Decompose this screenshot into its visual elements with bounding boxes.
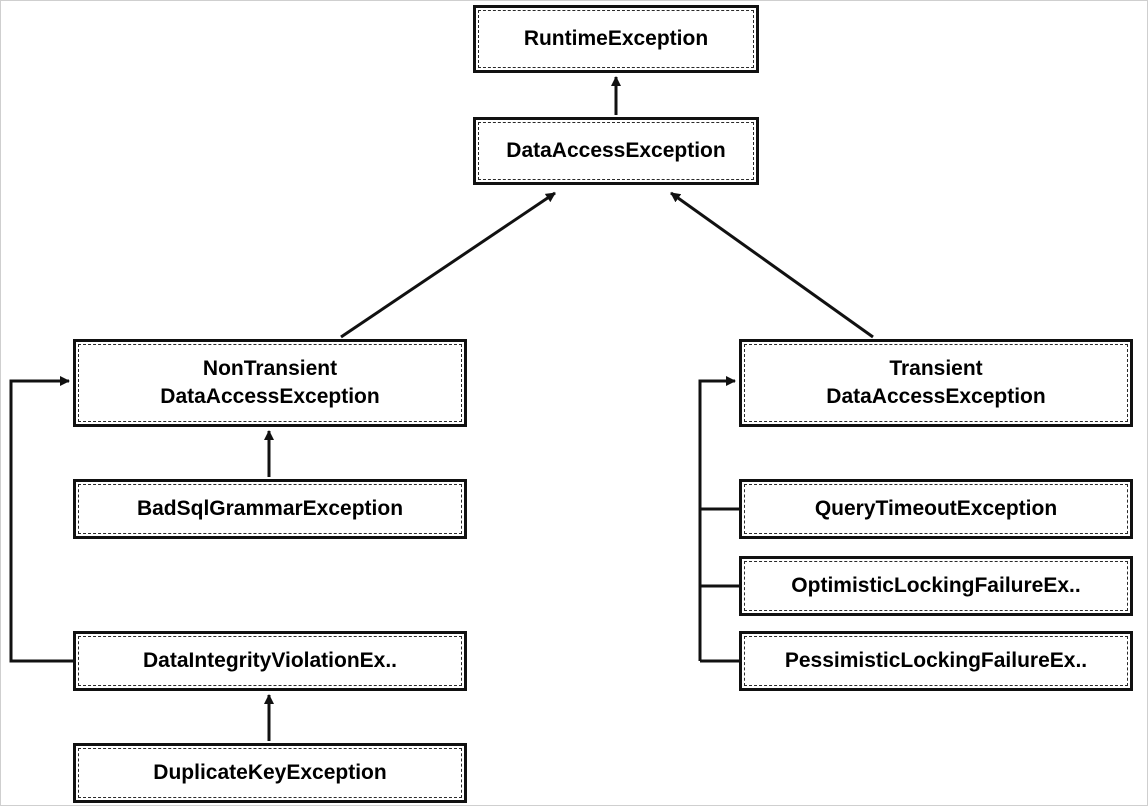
node-label-line2: DataAccessException <box>160 385 380 408</box>
node-label: PessimisticLockingFailureEx.. <box>784 649 1088 672</box>
edge-transient-bracket <box>698 376 736 661</box>
node-runtime-exception: RuntimeException <box>473 5 759 73</box>
node-data-integrity-violation-exception: DataIntegrityViolationEx.. <box>73 631 467 691</box>
node-label: OptimisticLockingFailureEx.. <box>791 574 1081 597</box>
node-label: DataAccessException <box>506 139 726 162</box>
node-label: QueryTimeoutException <box>814 497 1058 520</box>
node-non-transient-data-access-exception: NonTransient DataAccessException <box>73 339 467 427</box>
edge-integrity-to-nontransient <box>9 376 73 663</box>
node-label-line1: Transient <box>889 357 983 380</box>
node-bad-sql-grammar-exception: BadSqlGrammarException <box>73 479 467 539</box>
node-transient-data-access-exception: Transient DataAccessException <box>739 339 1133 427</box>
edge-transient-to-dataaccess <box>670 191 874 339</box>
node-label: DuplicateKeyException <box>153 761 387 784</box>
node-label: RuntimeException <box>523 27 709 50</box>
node-label: BadSqlGrammarException <box>136 497 404 520</box>
node-label-line2: DataAccessException <box>826 385 1046 408</box>
node-label: DataIntegrityViolationEx.. <box>143 649 397 672</box>
edge-nontransient-to-dataaccess <box>340 191 556 339</box>
node-pessimistic-locking-failure-exception: PessimisticLockingFailureEx.. <box>739 631 1133 691</box>
node-label-line1: NonTransient <box>202 357 338 380</box>
node-optimistic-locking-failure-exception: OptimisticLockingFailureEx.. <box>739 556 1133 616</box>
node-query-timeout-exception: QueryTimeoutException <box>739 479 1133 539</box>
node-duplicate-key-exception: DuplicateKeyException <box>73 743 467 803</box>
node-data-access-exception: DataAccessException <box>473 117 759 185</box>
